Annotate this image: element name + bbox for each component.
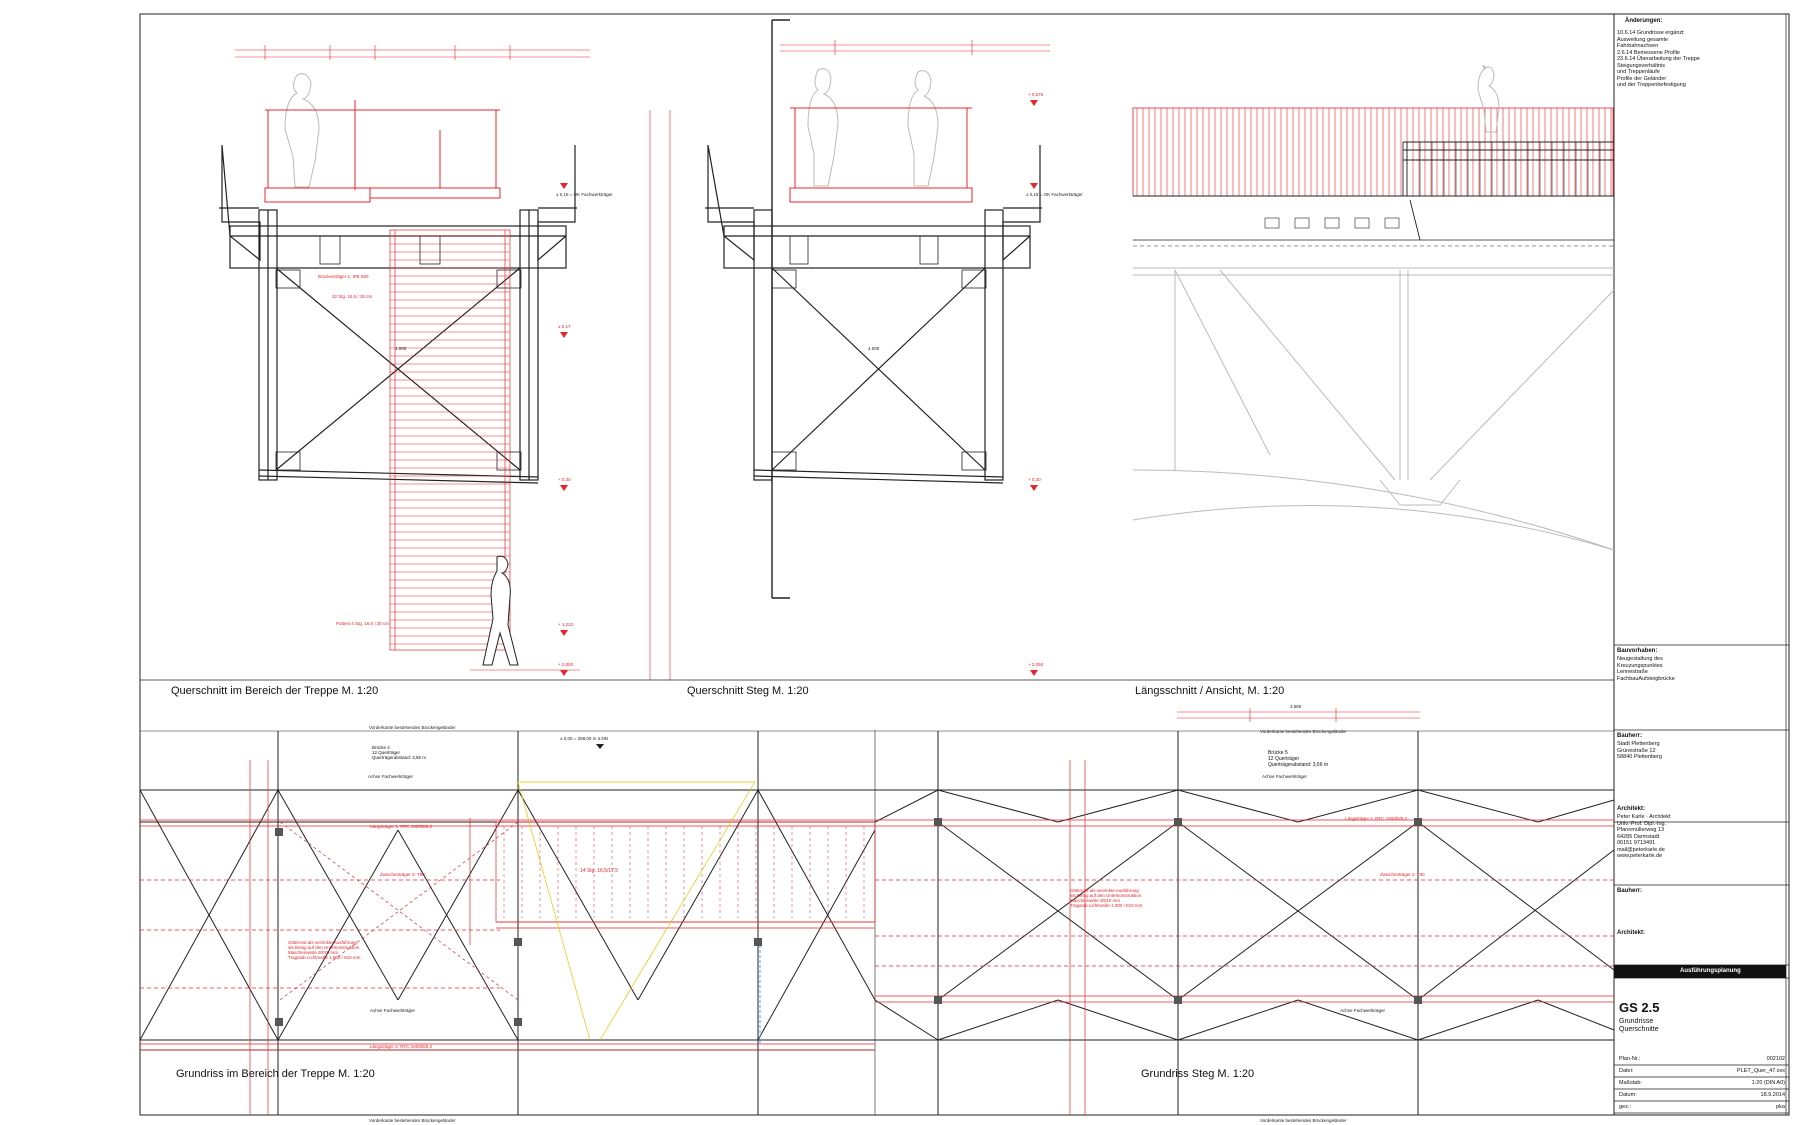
deck-openings xyxy=(1264,217,1400,229)
tb-owner-heading: Bauherr: xyxy=(1617,888,1643,894)
long-beam-1-label-deck: Längsträger 1: RFC 160/80/6,3 xyxy=(1345,816,1408,821)
railing-bars xyxy=(1136,108,1612,196)
caption-plan-stair: Grundriss im Bereich der Treppe M. 1:20 xyxy=(176,1068,375,1080)
grating-note-stair: Gitterrost als verzinkte Ausführung als … xyxy=(288,940,361,960)
elev-deck-bottom: + 2,050 xyxy=(1028,662,1044,667)
inter-beam-label-stair: Zwischenträger 2: T80 xyxy=(380,872,425,877)
stair-run-label: 14 Stg. 16,5/17,5 xyxy=(580,868,618,874)
plan-bottom-label-stair: Vorderkante bestehendes Brückengeländer xyxy=(369,1118,456,1123)
tb-row-value: 1:20 (DIN A0) xyxy=(1751,1080,1785,1086)
deck-opening xyxy=(1324,217,1340,229)
bridge-note-stair: Brücke 4 12 Querträger Querträgerabstand… xyxy=(372,745,427,760)
sheet-frame xyxy=(139,13,1790,1116)
elev-upper-stair: ± 0,15 = OK Fachwerkträger xyxy=(556,192,613,197)
tb-row-key: Datei: xyxy=(1619,1068,1634,1074)
cross-section-deck: 4.000 + 0,575 ± 0,15 = OK Fachwerkträger… xyxy=(705,19,1083,676)
deck-opening xyxy=(1384,217,1400,229)
caption-cross-deck: Querschnitt Steg M. 1:20 xyxy=(687,685,809,697)
long-beam-1-label: Längsträger 1: RFC 160/80/6,3 xyxy=(370,824,433,829)
tb-changes: 10.6.14 Grundrisse ergänzt Ausweitung ge… xyxy=(1617,30,1700,88)
bridge-note-deck: Brücke 5 12 Querträger Querträgerabstand… xyxy=(1268,750,1329,768)
tb-project-heading: Bauvorhaben: xyxy=(1617,648,1658,654)
plan-stair: 14 Stg. 16,5/17,5 Längsträger 1: RFC 160… xyxy=(139,725,876,1123)
tb-row: Datei: PLET_Quer_47.xxx xyxy=(1617,1066,1789,1077)
elev-stair-mid: + 1,210 xyxy=(558,622,574,627)
tb-row: Plan-Nr.: 002102 xyxy=(1617,1054,1789,1065)
tb-architect: Peter Karle · Architekt Univ.-Prof. Dipl… xyxy=(1617,814,1671,859)
tb-architect-heading: Architekt: xyxy=(1617,806,1646,812)
plan-deck: Längsträger 1: RFC 160/80/6,3 Zwischentr… xyxy=(874,729,1615,1123)
plan-axis-top-deck: Achse Fachwerkträger xyxy=(1262,774,1308,779)
plan-bottom-label-deck: Vorderkante bestehendes Brückengeländer xyxy=(1260,1118,1347,1123)
longitudinal-section: 3.560 xyxy=(1132,65,1615,722)
grating-note-deck: Gitterrost als verzinkte Ausführung als … xyxy=(1070,888,1143,908)
tb-row: gez.: pka xyxy=(1617,1102,1789,1113)
cross-section-stair: Brückenträger 1: IPE 500 42 Stg. 16,5 / … xyxy=(219,45,671,680)
tb-phase: Ausführungsplanung xyxy=(1680,968,1741,974)
tb-drawing-title: Grundrisse Querschnitte xyxy=(1619,1018,1659,1033)
elev-stair-bottom: + 2,050 xyxy=(558,662,574,667)
long-beam-2-label: Längsträger 2: RFC 160/80/6,3 xyxy=(370,1044,433,1049)
caption-plan-deck: Grundriss Steg M. 1:20 xyxy=(1141,1068,1255,1080)
plan-top-label-deck: Vorderkante bestehendes Brückengeländer xyxy=(1260,729,1347,734)
tb-row-value: PLET_Quer_47.xxx xyxy=(1737,1068,1785,1074)
handrail-posts xyxy=(1419,142,1601,196)
elev-deck-mid: + 0,30 xyxy=(1028,477,1041,482)
podest-label: Podest 4 Stg. 16,5 / 30 cm xyxy=(336,621,389,626)
tb-row-value: pka xyxy=(1776,1104,1785,1110)
elev-mid-stair: ± 0,17 xyxy=(558,324,571,329)
tb-row-key: Maßstab: xyxy=(1619,1080,1642,1086)
plan-top-label-stair: Vorderkante bestehendes Brückengeländer xyxy=(369,725,456,730)
caption-longitudinal: Längsschnitt / Ansicht, M. 1:20 xyxy=(1135,685,1285,697)
axis-label-stair: Achse Fachwerkträger xyxy=(370,1008,416,1013)
distance-stair-label: 4.000 xyxy=(395,346,407,351)
tb-row-value: 002102 xyxy=(1766,1056,1785,1062)
tb-row-key: Plan-Nr.: xyxy=(1619,1056,1641,1062)
elev-top-deck: + 0,575 xyxy=(1028,92,1044,97)
stair-treads xyxy=(390,235,510,645)
deck-opening xyxy=(1264,217,1280,229)
elev-upper-deck: ± 0,15 = OK Fachwerkträger xyxy=(1026,192,1083,197)
tb-row: Maßstab: 1:20 (DIN A0) xyxy=(1617,1078,1789,1089)
plan-axis-top-stair: Achse Fachwerkträger xyxy=(368,774,414,779)
cross-beam-label: Brückenträger 1: IPE 500 xyxy=(318,274,369,279)
inter-beam-label-deck: Zwischenträger 2: T80 xyxy=(1380,872,1425,877)
tb-project: Neugestaltung des Kreuzungspunktes Lenne… xyxy=(1617,656,1675,682)
tb-architect2-heading: Architekt: xyxy=(1617,930,1646,936)
axis-label-deck: Achse Fachwerkträger xyxy=(1340,1008,1386,1013)
tb-client: Stadt Plettenberg Grünestraße 12 58840 P… xyxy=(1617,741,1662,760)
tb-drawing-no: GS 2.5 xyxy=(1619,1000,1660,1015)
tb-client-heading: Bauherr: xyxy=(1617,733,1643,739)
deck-opening xyxy=(1294,217,1310,229)
tb-changes-heading: Änderungen: xyxy=(1625,18,1663,24)
dim-total-deck: 3.560 xyxy=(1290,704,1302,709)
tb-row-key: Datum: xyxy=(1619,1092,1637,1098)
bracing-label: 42 Stg. 16,5 / 30 cm xyxy=(332,294,373,299)
tb-row-key: gez.: xyxy=(1619,1104,1631,1110)
caption-cross-stair: Querschnitt im Bereich der Treppe M. 1:2… xyxy=(171,685,379,697)
elev-low-stair: + 0,30 xyxy=(558,477,571,482)
plan-stair-treads xyxy=(503,826,865,918)
plan-ref-elevation: ± 0,00 = 258,00 m ü.NN xyxy=(560,736,608,741)
deck-opening xyxy=(1354,217,1370,229)
tb-row: Datum: 18.9.2014 xyxy=(1617,1090,1789,1101)
distance-deck-label: 4.000 xyxy=(868,346,880,351)
tb-row-value: 18.9.2014 xyxy=(1760,1092,1785,1098)
